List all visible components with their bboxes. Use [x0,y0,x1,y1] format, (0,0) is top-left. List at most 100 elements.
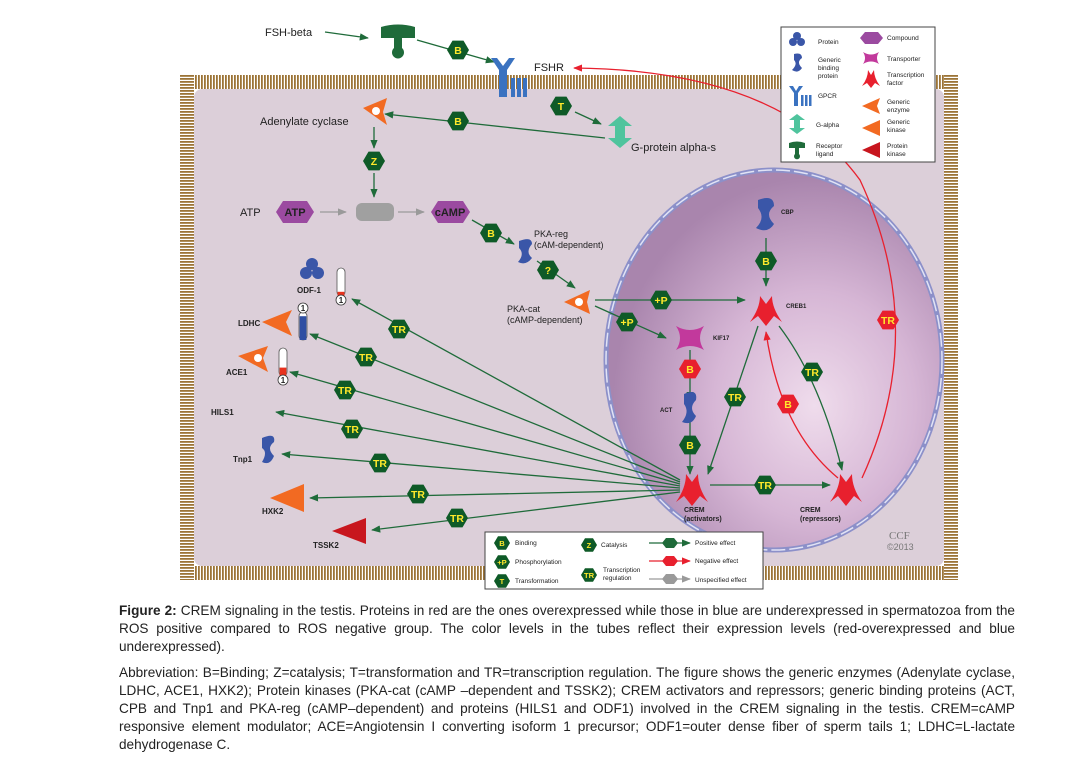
caption-text: CREM signaling in the testis. Proteins i… [119,603,1015,654]
label-crem-repressors: CREM [800,507,821,514]
expression-tube-odf-1: 1 [335,267,347,306]
svg-text:B: B [686,365,694,376]
kif17-transporter-icon [676,326,704,350]
svg-text:B: B [499,539,505,548]
svg-text:TR: TR [758,481,772,492]
svg-text:TR: TR [411,490,425,501]
legend-badge-catalysis: Z [581,538,597,552]
legend-generic-binding-3: protein [818,73,838,80]
legend-compound: Compound [887,35,919,42]
label-odf1: ODF-1 [297,286,322,295]
legend-badge-phosphorylation: +P [494,555,510,569]
node-shapes [238,24,862,544]
legend-phosphorylation: Phosphorylation [515,559,562,566]
unknown-intermediate [356,203,394,221]
legend-generic-binding-2: binding [818,65,839,72]
adenylate-cyclase-enzyme-icon [363,98,387,125]
tnp1-binding-protein-icon [262,435,275,464]
hxk2-kinase-icon [270,484,304,512]
crem-signaling-figure: 111 FSH-beta FSHR Adenylate cyclase G-pr… [180,24,958,590]
label-crem-activators: CREM [684,507,705,514]
legend-shapes: Protein Generic binding protein GPCR G-a… [780,26,936,163]
legend-catalysis: Catalysis [601,542,628,549]
svg-text:TR: TR [392,325,406,336]
legend-generic-binding: Generic [818,57,842,64]
tube-fill [279,367,287,376]
caption-title: Figure 2: [119,603,177,618]
badge-tr: TR [877,310,899,330]
badge-tr: TR [341,419,363,439]
svg-text:B: B [487,229,495,240]
label-cbp: CBP [781,210,794,216]
ldhc-enzyme-icon [262,310,292,336]
legend-g-alpha: G-alpha [816,122,840,129]
label-atp: ATP [240,207,261,219]
expression-tube-ace1: 1 [277,347,289,386]
badge-z: Z [363,151,385,171]
legend-badge-binding: B [494,536,510,550]
badge-b: B [777,394,799,414]
svg-text:B: B [454,46,462,57]
label-creb1: CREB1 [786,304,807,310]
legend-transcription-factor: Transcription [887,72,925,79]
figure-caption: Figure 2: CREM signaling in the testis. … [119,602,1015,656]
receptor-ligand-icon [381,24,415,59]
crem-activators-transcription-factor-icon [676,474,708,506]
label-hils1: HILS1 [211,408,234,417]
label-g-protein-alpha-s: G-protein alpha-s [631,142,716,154]
legend-transcription-regulation-2: regulation [603,575,632,582]
badge-q: ? [537,260,559,280]
odf1-protein-icon [300,258,324,279]
pka-reg-binding-protein-icon [518,239,532,264]
act-binding-protein-icon [682,392,697,424]
legend-receptor-ligand-2: ligand [816,151,834,158]
tube-fill [337,291,345,296]
label-pka-cat-sub: (cAMP-dependent) [507,315,583,325]
legend-positive-effect: Positive effect [695,540,736,547]
label-crem-repressors-sub: (repressors) [800,516,841,523]
atp-compound-label: ATP [284,207,305,219]
label-pka-cat: PKA-cat [507,304,541,314]
svg-text:T: T [500,577,505,586]
g-alpha-icon [608,116,632,148]
legend-gpcr: GPCR [818,93,837,100]
tssk2-kinase-icon [332,518,366,544]
svg-text:TR: TR [728,393,742,404]
label-ldhc: LDHC [238,319,260,328]
legend-binding: Binding [515,540,537,547]
legend-transformation: Transformation [515,578,559,585]
badge-tr: TR [388,319,410,339]
legend-unspecified-effect: Unspecified effect [695,577,747,584]
tube-rank: 1 [339,296,344,305]
badge-p: +P [616,312,638,332]
legend-protein: Protein [818,39,839,46]
badge-tr: TR [801,362,823,382]
svg-text:B: B [686,441,694,452]
svg-text:T: T [558,102,565,113]
gpcr-icon [491,58,527,97]
badge-tr: TR [369,453,391,473]
legend-generic-enzyme-2: enzyme [887,107,910,114]
legend-negative-effect: Negative effect [695,558,738,565]
svg-text:+P: +P [497,558,507,567]
crem-repressors-transcription-factor-icon [830,474,862,506]
label-crem-activators-sub: (activators) [684,516,722,523]
badge-b: B [755,251,777,271]
pka-cat-kinase-icon [564,290,590,314]
label-pka-reg: PKA-reg [534,229,568,239]
abbreviation-paragraph: Abbreviation: B=Binding; Z=catalysis; T=… [119,665,1015,752]
badge-t: T [550,96,572,116]
svg-text:+P: +P [620,318,633,329]
legend-generic-kinase: Generic [887,119,911,126]
legend-badge-transformation: T [494,574,510,588]
label-adenylate-cyclase: Adenylate cyclase [260,116,349,128]
svg-text:TR: TR [338,386,352,397]
label-tssk2: TSSK2 [313,541,339,550]
svg-text:TR: TR [345,425,359,436]
label-kif17: KIF17 [713,336,730,342]
badge-b: B [447,111,469,131]
badge-tr: TR [334,380,356,400]
badge-b: B [679,435,701,455]
tube-fill [299,316,307,340]
